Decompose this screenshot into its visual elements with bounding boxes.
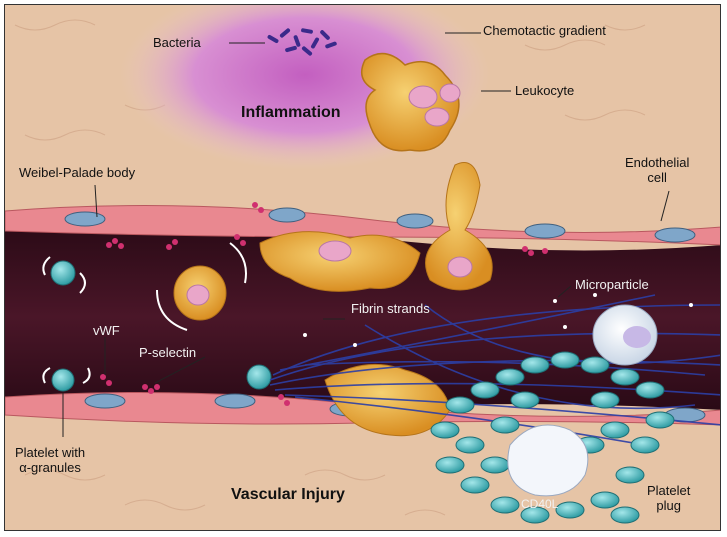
label-vwf: vWF (93, 323, 120, 338)
label-bacteria: Bacteria (153, 35, 201, 50)
illustration-frame: Bacteria Chemotactic gradient Leukocyte … (4, 4, 721, 531)
label-cd40l: CD40L (521, 497, 558, 512)
label-platelet-with-granules: Platelet with α-granules (15, 445, 85, 475)
vascular-injury-illustration (5, 5, 721, 531)
label-microparticle: Microparticle (575, 277, 649, 292)
label-platelet-plug: Platelet plug (647, 483, 690, 513)
microparticle-cell (593, 305, 657, 365)
label-chemotactic-gradient: Chemotactic gradient (483, 23, 606, 38)
label-p-selectin: P-selectin (139, 345, 196, 360)
label-fibrin-strands: Fibrin strands (351, 301, 430, 316)
label-leukocyte: Leukocyte (515, 83, 574, 98)
label-weibel-palade-body: Weibel-Palade body (19, 165, 135, 180)
label-vascular-injury: Vascular Injury (231, 487, 345, 502)
label-inflammation: Inflammation (241, 105, 341, 120)
label-endothelial-cell: Endothelial cell (625, 155, 689, 185)
cd40l-cell (508, 425, 588, 496)
